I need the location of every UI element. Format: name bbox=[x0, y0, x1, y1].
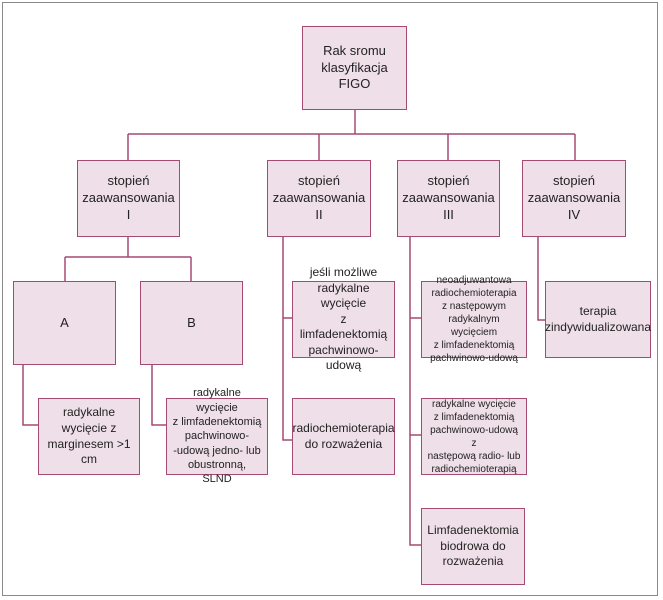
stage-3-treatment-3: Limfadenektomia biodrowa do rozważenia bbox=[421, 508, 525, 585]
stage-3-label: stopień zaawansowania III bbox=[402, 173, 495, 222]
root-node: Rak sromu klasyfikacja FIGO bbox=[302, 26, 407, 110]
connector-stage2-spine bbox=[282, 237, 292, 441]
stage-3-treatment-3-label: Limfadenektomia biodrowa do rozważenia bbox=[427, 523, 519, 569]
stage-1b-treatment: radykalne wycięcie z limfadenektomią pac… bbox=[166, 387, 268, 485]
stage-2-node: stopień zaawansowania II bbox=[267, 160, 371, 237]
stage-4-node: stopień zaawansowania IV bbox=[522, 160, 626, 237]
stage-3-treatment-1: neoadjuwantowa radiochemioterapia z nast… bbox=[421, 275, 527, 364]
stage-3-treatment-1-label: neoadjuwantowa radiochemioterapia z nast… bbox=[430, 275, 518, 364]
stage-1b-node: B bbox=[140, 281, 243, 365]
stage-1a-treatment-label: radykalne wycięcie z marginesem >1 cm bbox=[47, 405, 131, 467]
stage-1a-treatment: radykalne wycięcie z marginesem >1 cm bbox=[38, 398, 140, 475]
stage-3-treatment-2: radykalne wycięcie z limfadenektomią pac… bbox=[421, 398, 527, 475]
stage-2-treatment-1: jeśli możliwe radykalne wycięcie z limfa… bbox=[292, 265, 395, 372]
connector-stage4-spine bbox=[537, 237, 545, 321]
stage-1b-treatment-label: radykalne wycięcie z limfadenektomią pac… bbox=[172, 387, 262, 486]
stage-3-treatment-2-label: radykalne wycięcie z limfadenektomią pac… bbox=[427, 398, 521, 475]
stage-1-label: stopień zaawansowania I bbox=[82, 173, 175, 222]
connector-a-treatment bbox=[22, 365, 38, 426]
stage-1a-label: A bbox=[60, 314, 69, 330]
stage-4-treatment-1: terapia zindywidualizowana bbox=[545, 281, 651, 358]
stage-3-node: stopień zaawansowania III bbox=[397, 160, 500, 237]
stage-1b-label: B bbox=[187, 314, 196, 330]
stage-2-treatment-2: radiochemioterapia do rozważenia bbox=[292, 398, 395, 475]
stage-1a-node: A bbox=[13, 281, 116, 365]
root-label: Rak sromu klasyfikacja FIGO bbox=[321, 42, 388, 92]
connector-b-treatment bbox=[151, 365, 166, 426]
stage-2-label: stopień zaawansowania II bbox=[272, 173, 366, 222]
diagram-frame bbox=[2, 2, 658, 596]
stage-2-treatment-2-label: radiochemioterapia do rozważenia bbox=[292, 420, 395, 451]
connector-stage3-spine bbox=[409, 237, 421, 546]
stage-4-label: stopień zaawansowania IV bbox=[527, 173, 621, 222]
stage-2-treatment-1-label: jeśli możliwe radykalne wycięcie z limfa… bbox=[299, 264, 388, 373]
stage-4-treatment-1-label: terapia zindywidualizowana bbox=[544, 303, 652, 334]
stage-1-node: stopień zaawansowania I bbox=[77, 160, 180, 237]
